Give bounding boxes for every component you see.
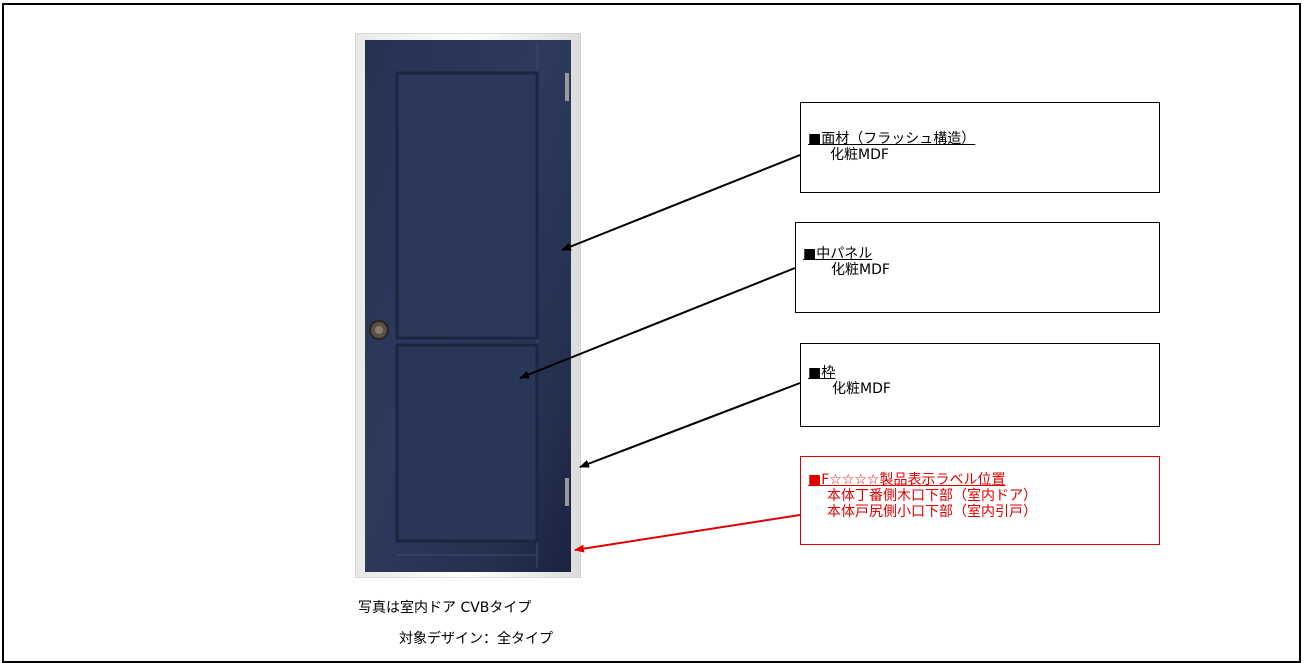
- upper-panel: [395, 71, 539, 340]
- upper-hinge: [565, 73, 569, 101]
- callout-line: 化粧MDF: [832, 381, 891, 397]
- photo-caption: 写真は室内ドア CVBタイプ: [358, 600, 532, 616]
- door-illustration: [355, 33, 581, 578]
- callout-line: 化粧MDF: [830, 147, 889, 163]
- callout-label-position: ■F☆☆☆☆製品表示ラベル位置 本体丁番側木口下部（室内ドア） 本体戸尻側小口下…: [800, 456, 1160, 545]
- lower-hinge: [565, 478, 569, 506]
- callout-center-panel: ■中パネル 化粧MDF: [795, 222, 1160, 313]
- callout-face-material: ■面材（フラッシュ構造） 化粧MDF: [800, 102, 1160, 193]
- door-photo: [355, 33, 581, 578]
- callout-title: ■F☆☆☆☆製品表示ラベル位置: [808, 472, 1006, 488]
- callout-title: ■枠: [808, 365, 836, 381]
- callout-line: 化粧MDF: [831, 262, 890, 278]
- callout-title-suffix: （フラッシュ構造）: [849, 131, 976, 147]
- callout-title: ■面材: [808, 131, 850, 147]
- callout-line: 本体丁番側木口下部（室内ドア）: [827, 488, 1037, 504]
- callout-line: 本体戸尻側小口下部（室内引戸）: [827, 504, 1037, 520]
- callout-title: ■中パネル: [803, 246, 873, 262]
- target-design-caption: 対象デザイン：全タイプ: [399, 631, 553, 647]
- lower-panel: [395, 343, 539, 543]
- callout-frame: ■枠 化粧MDF: [800, 343, 1160, 427]
- door-knob-center: [375, 326, 383, 334]
